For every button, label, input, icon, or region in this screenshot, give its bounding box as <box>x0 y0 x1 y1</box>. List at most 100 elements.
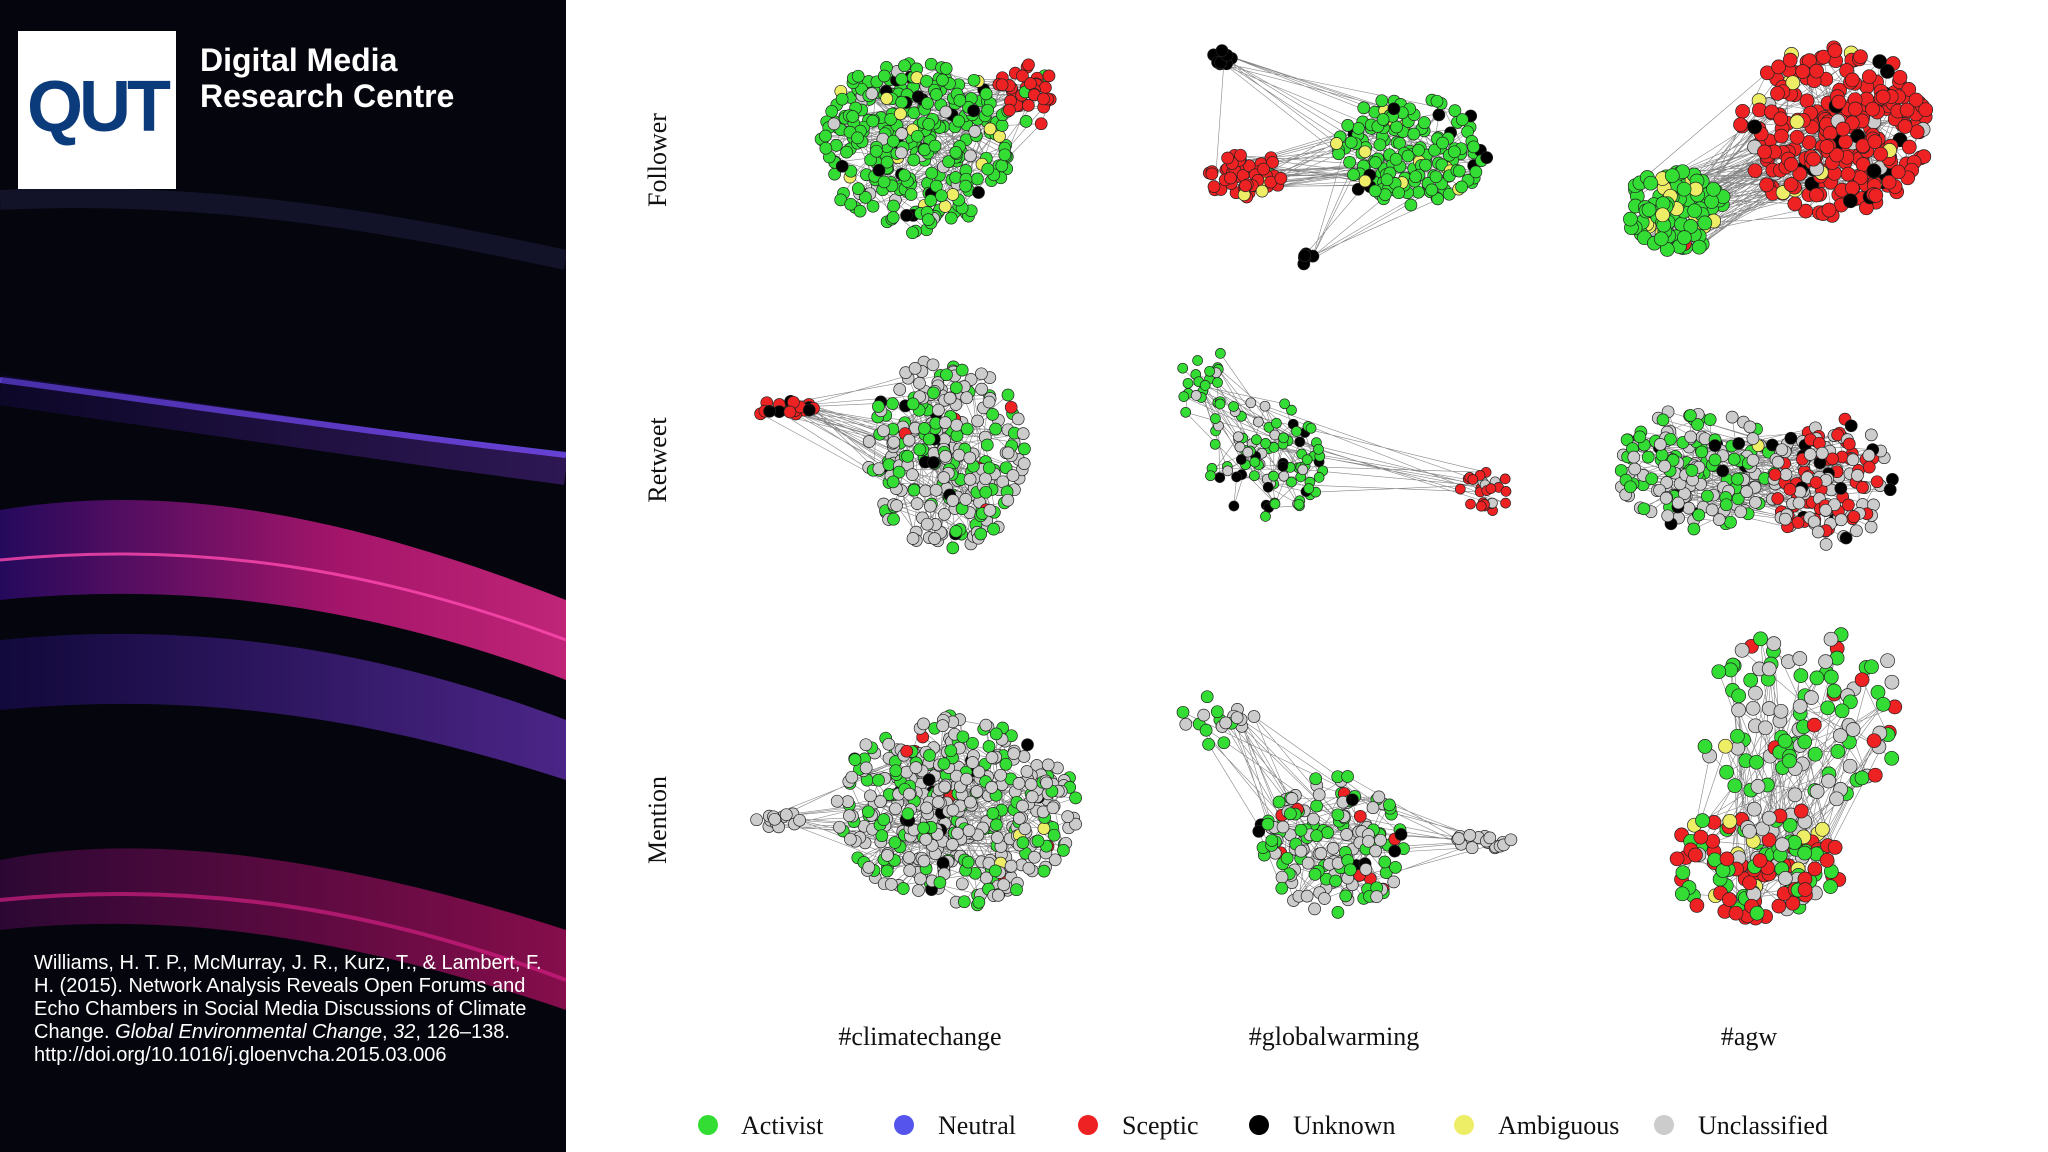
network-node <box>793 813 806 827</box>
network-node <box>972 765 986 779</box>
network-node <box>1792 651 1808 666</box>
network-figure: Follower Retweet Mention #climatechange … <box>566 0 2048 1152</box>
network-node <box>1279 398 1290 410</box>
network-node <box>1671 496 1685 510</box>
network-node <box>1806 717 1822 733</box>
network-node <box>1798 203 1814 219</box>
network-node <box>1202 737 1215 751</box>
network-node <box>902 433 916 447</box>
network-node <box>1875 89 1891 105</box>
network-node <box>830 794 844 808</box>
network-node <box>1827 840 1843 855</box>
network-node <box>1730 728 1745 744</box>
network-node <box>887 512 900 526</box>
network-node <box>1310 799 1323 813</box>
network-node <box>1394 828 1408 841</box>
network-node <box>922 117 936 131</box>
network-node <box>1782 753 1797 769</box>
network-node <box>1834 482 1848 495</box>
network-node <box>963 451 977 465</box>
network-node <box>932 403 945 417</box>
network-node <box>1210 705 1224 719</box>
network-node <box>1022 99 1035 112</box>
network-node <box>960 391 974 405</box>
network-node <box>1759 177 1774 193</box>
network-node <box>926 358 940 372</box>
legend-label-sceptic: Sceptic <box>1122 1111 1199 1140</box>
network-node <box>1215 348 1226 359</box>
network-node <box>1688 847 1703 863</box>
network-node <box>1864 520 1878 534</box>
network-node <box>888 836 902 849</box>
network-node <box>1182 377 1194 389</box>
network-node <box>874 795 887 808</box>
network-node <box>1752 102 1767 118</box>
network-node <box>994 768 1007 782</box>
network-node <box>1233 431 1244 443</box>
network-node <box>841 795 855 808</box>
network-node <box>1653 231 1669 247</box>
network-node <box>1782 52 1798 68</box>
network-node <box>1733 117 1748 133</box>
network-node <box>1041 758 1055 772</box>
network-node <box>1224 171 1237 185</box>
network-node <box>1353 809 1367 823</box>
network-node <box>1357 101 1371 115</box>
network-node <box>1864 659 1879 675</box>
citation-doi-link[interactable]: http://doi.org/10.1016/j.gloenvcha.2015.… <box>34 1044 447 1066</box>
network-node <box>1205 167 1219 181</box>
network-nodes <box>1614 405 1899 551</box>
network-node <box>1881 174 1897 190</box>
network-node <box>1771 455 1785 469</box>
network-node <box>1695 445 1709 459</box>
network-node <box>1388 844 1402 858</box>
network-node <box>1716 464 1730 478</box>
network-node <box>946 494 960 507</box>
legend-item-activist: Activist <box>698 1111 824 1140</box>
network-node <box>1425 183 1439 197</box>
network-node <box>975 382 988 396</box>
network-node <box>1685 464 1699 477</box>
network-node <box>971 414 984 428</box>
network-node <box>1819 538 1833 551</box>
network-node <box>946 188 960 201</box>
network-node <box>1504 833 1518 847</box>
network-node <box>872 400 885 413</box>
network-node <box>864 789 877 803</box>
legend-swatch-sceptic <box>1078 1115 1098 1135</box>
network-node <box>844 832 857 846</box>
network-node <box>968 125 982 138</box>
network-node <box>1013 812 1026 825</box>
abstract-light-streaks-background <box>0 188 566 1010</box>
network-node <box>929 483 943 497</box>
network-node <box>1807 861 1823 877</box>
network-node <box>1249 470 1260 482</box>
network-node <box>1724 515 1737 529</box>
network-node <box>1499 473 1511 485</box>
network-node <box>819 129 832 143</box>
network-node <box>1697 739 1713 754</box>
network-node <box>1228 401 1239 412</box>
network-node <box>1298 249 1311 262</box>
network-node <box>1829 147 1845 163</box>
network-node <box>1245 397 1257 409</box>
network-node <box>929 88 943 101</box>
network-node <box>1016 836 1030 849</box>
network-node <box>1783 157 1799 172</box>
network-node <box>979 485 993 499</box>
network-node <box>1901 82 1917 97</box>
network-node <box>907 106 921 120</box>
network-node <box>1429 170 1443 184</box>
network-node <box>1873 146 1888 162</box>
network-node <box>983 504 997 517</box>
legend-item-unknown: Unknown <box>1249 1111 1396 1140</box>
network-node <box>1312 788 1326 802</box>
network-node <box>957 895 971 909</box>
network-nodes <box>754 355 1031 555</box>
network-node <box>955 877 969 891</box>
network-node <box>979 87 993 101</box>
network-node <box>1740 485 1754 498</box>
network-node <box>1179 717 1193 731</box>
network-node <box>866 199 880 213</box>
network-node <box>1797 845 1813 861</box>
